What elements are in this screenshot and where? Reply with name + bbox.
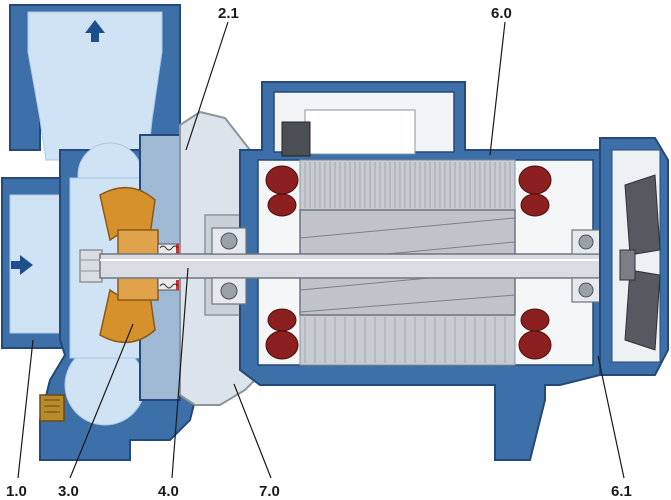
- callout-label-6.1: 6.1: [611, 483, 632, 500]
- drain-plug: [39, 394, 65, 422]
- callout-label-2.1: 2.1: [218, 5, 239, 22]
- motor-shaft: [99, 253, 631, 279]
- callout-label-6.0: 6.0: [491, 5, 512, 22]
- inlet-flow-arrow: [11, 255, 33, 275]
- stator: [299, 159, 516, 366]
- leader-4.0: [171, 267, 189, 479]
- callout-label-4.0: 4.0: [158, 483, 179, 500]
- cooling-fan: [619, 174, 661, 351]
- stator-windings: [265, 165, 552, 360]
- outlet-flow-arrow: [85, 20, 105, 42]
- leader-6.0: [489, 21, 506, 156]
- front-bearing: [211, 227, 247, 305]
- leader-1.0: [17, 339, 34, 479]
- callout-labels: 2.1 6.0 1.0 3.0 4.0 7.0 6.1: [6, 5, 632, 500]
- impeller-nut: [79, 249, 103, 283]
- pump-casing: [1, 4, 202, 461]
- leader-3.0: [69, 323, 134, 479]
- leader-7.0: [233, 383, 272, 479]
- callout-leaders: [17, 21, 625, 479]
- callout-label-1.0: 1.0: [6, 483, 27, 500]
- callout-label-7.0: 7.0: [259, 483, 280, 500]
- leader-2.1: [185, 21, 229, 151]
- leader-6.1: [597, 355, 625, 479]
- rear-bearing: [571, 229, 601, 303]
- callout-label-3.0: 3.0: [58, 483, 79, 500]
